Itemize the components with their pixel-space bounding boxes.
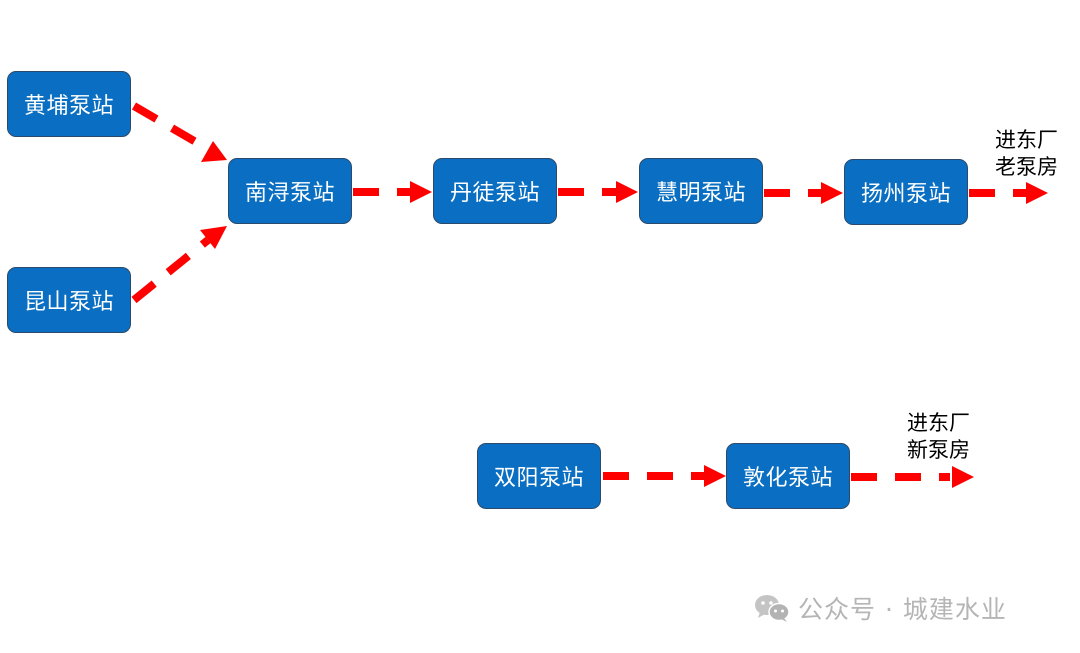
wechat-icon	[755, 595, 790, 622]
arrowhead-dunhua-new	[952, 466, 974, 488]
arrowhead-shuangyang-dunhua	[704, 465, 726, 487]
watermark: 公众号 · 城建水业	[754, 588, 1007, 628]
node-kunshan: 昆山泵站	[7, 267, 131, 333]
node-shuangyang: 双阳泵站	[477, 443, 601, 509]
watermark-text: 公众号 · 城建水业	[798, 595, 1007, 624]
destination-old-line1: 进东厂	[995, 128, 1058, 152]
destination-new-line2: 新泵房	[907, 438, 970, 462]
arrowhead-dantu-huiming	[616, 181, 638, 203]
destination-new-pump-house: 进东厂 新泵房	[907, 410, 970, 464]
node-huiming: 慧明泵站	[639, 158, 763, 224]
destination-old-line2: 老泵房	[995, 155, 1058, 179]
destination-old-pump-house: 进东厂 老泵房	[995, 127, 1058, 181]
node-nanxun: 南浔泵站	[228, 158, 352, 224]
node-yangzhou: 扬州泵站	[844, 159, 968, 225]
arrowhead-huiming-yangzhou	[821, 182, 843, 204]
node-dantu: 丹徒泵站	[433, 158, 557, 224]
arrowhead-nanxun-dantu	[410, 181, 432, 203]
node-huangpu: 黄埔泵站	[7, 71, 131, 137]
arrowhead-yangzhou-old	[1026, 182, 1048, 204]
arrowhead-kunshan-nanxun	[200, 226, 227, 249]
edge-kunshan-nanxun	[131, 236, 211, 304]
node-dunhua: 敦化泵站	[726, 443, 850, 509]
arrowhead-huangpu-nanxun	[201, 141, 227, 162]
destination-new-line1: 进东厂	[907, 411, 970, 435]
edge-huangpu-nanxun	[131, 102, 211, 153]
